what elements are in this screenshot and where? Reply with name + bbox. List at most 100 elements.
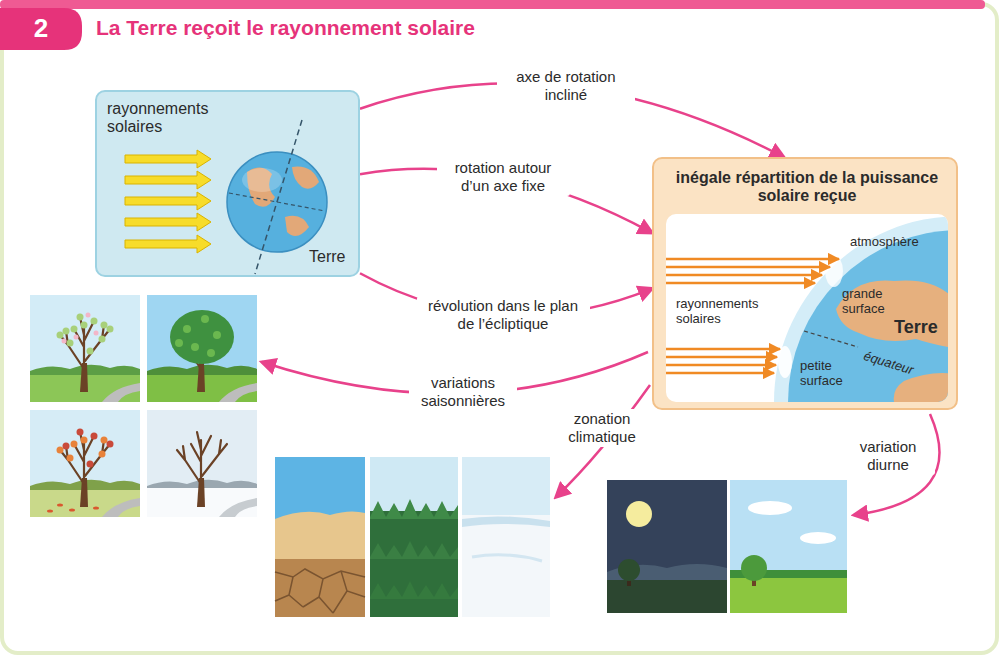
buds xyxy=(57,314,114,355)
ray xyxy=(666,258,839,261)
dry-ground xyxy=(275,559,365,617)
leaf xyxy=(191,343,199,351)
leaf xyxy=(213,331,221,339)
number-tab xyxy=(0,8,82,50)
moon xyxy=(626,501,652,527)
forest-picture xyxy=(370,457,458,617)
light-patch xyxy=(778,346,792,378)
sky xyxy=(30,410,140,517)
leaf xyxy=(107,441,114,448)
leaf xyxy=(207,349,215,357)
ray xyxy=(666,372,774,375)
arrow-label: révolution dans le plan de l’écliptique xyxy=(417,296,590,334)
winter-picture xyxy=(147,410,257,517)
snow-streak xyxy=(472,555,542,561)
section-number: 2 xyxy=(30,12,52,45)
bud xyxy=(71,326,78,333)
arrow-label: rotation autour d’un axe fixe xyxy=(437,158,570,196)
leaf xyxy=(99,451,106,458)
sky xyxy=(370,457,458,617)
ray-label: rayonnements solaires xyxy=(676,297,786,327)
dunes xyxy=(275,511,365,562)
leaves xyxy=(175,315,221,357)
blossom xyxy=(94,331,99,336)
ice-edge xyxy=(462,516,550,527)
leaf xyxy=(93,506,99,509)
polar-picture xyxy=(462,457,550,617)
leaf xyxy=(183,325,191,333)
bud xyxy=(99,336,106,343)
atmosphere-label: atmosphère xyxy=(850,235,919,250)
leaf xyxy=(201,315,209,323)
tree-tops xyxy=(370,499,458,519)
path xyxy=(102,383,140,402)
blossom xyxy=(62,339,67,344)
globe-shine xyxy=(242,168,282,192)
sky xyxy=(462,457,550,617)
continent xyxy=(836,280,948,349)
day-sky xyxy=(730,480,847,613)
atmosphere xyxy=(774,216,948,402)
canopy xyxy=(170,310,234,364)
ground xyxy=(607,580,727,613)
surface-label: petite surface xyxy=(800,359,855,389)
blossom xyxy=(74,335,79,340)
continent xyxy=(894,373,948,402)
ray-arrow xyxy=(125,235,211,253)
bud xyxy=(63,328,70,335)
leaf xyxy=(57,447,64,454)
leaf xyxy=(69,508,75,511)
ray xyxy=(666,274,822,277)
blossoms xyxy=(62,313,99,344)
continent xyxy=(285,216,309,236)
bud xyxy=(57,332,64,339)
ray xyxy=(666,282,815,285)
cloud xyxy=(748,501,792,515)
autumn-leaves xyxy=(57,437,108,462)
leaf xyxy=(71,441,78,448)
tree-row xyxy=(370,541,458,559)
path xyxy=(219,383,257,402)
sky xyxy=(30,295,140,402)
cracks xyxy=(275,569,365,613)
header-bar xyxy=(0,0,985,9)
night-sky xyxy=(607,480,727,613)
arrow-label: axe de rotation incliné xyxy=(497,67,635,105)
blossom xyxy=(86,313,91,318)
sunlight-box: rayonnements solairesTerre xyxy=(95,90,360,277)
bud xyxy=(87,348,94,355)
leaf xyxy=(101,437,108,444)
bud xyxy=(107,326,114,333)
ray-label: rayonnements solaires xyxy=(107,100,237,137)
box-heading: inégale répartition de la puissance sola… xyxy=(664,169,950,206)
tree-crown xyxy=(618,559,640,581)
tree xyxy=(60,432,110,507)
bud xyxy=(91,318,98,325)
surface-label: grande surface xyxy=(842,287,904,317)
earth-section xyxy=(774,216,948,402)
ray xyxy=(666,356,777,359)
ray-arrow xyxy=(125,150,211,168)
path xyxy=(219,498,257,517)
ray-arrow xyxy=(125,171,211,189)
sky xyxy=(275,457,365,617)
leaf xyxy=(87,461,94,468)
earth-label: Terre xyxy=(894,317,938,338)
leaf xyxy=(63,443,70,450)
bud xyxy=(101,322,108,329)
day-picture xyxy=(730,480,847,613)
autumn-picture xyxy=(30,410,140,517)
forest xyxy=(370,511,458,617)
tree-crown xyxy=(741,555,767,581)
continent xyxy=(292,167,319,189)
sky xyxy=(147,295,257,402)
sun-rays xyxy=(125,150,211,253)
tree xyxy=(177,432,227,507)
sun-rays xyxy=(666,259,839,373)
leaf xyxy=(175,339,183,347)
desert-picture xyxy=(275,457,365,617)
bud xyxy=(67,340,74,347)
section-title: La Terre reçoit le rayonnement solaire xyxy=(96,16,475,40)
night-picture xyxy=(607,480,727,613)
ray-arrow xyxy=(125,213,211,231)
